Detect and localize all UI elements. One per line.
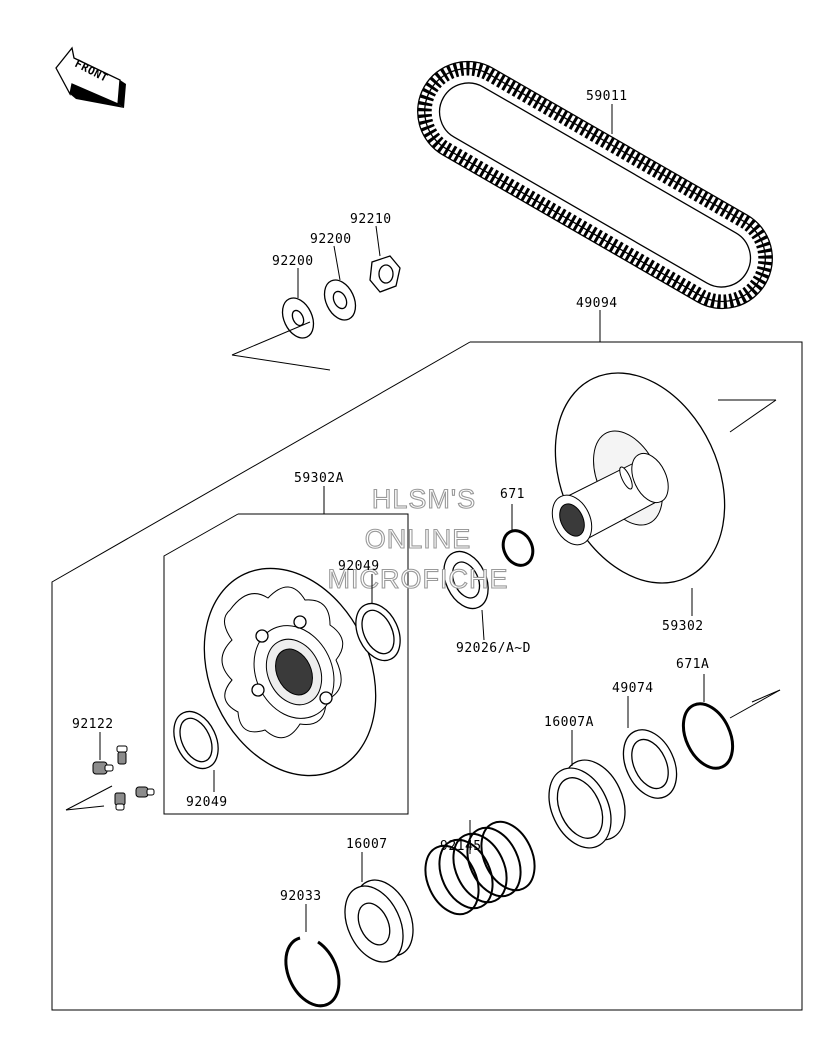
label-92210: 92210 [350,212,392,227]
label-92200-a: 92200 [272,254,314,269]
label-59302: 59302 [662,619,704,634]
label-92200-b: 92200 [310,232,352,247]
label-92026: 92026/A~D [456,641,531,656]
shim-92026 [443,550,489,610]
label-16007: 16007 [346,837,388,852]
label-49094: 49094 [576,296,618,311]
label-59011: 59011 [586,89,628,104]
label-92033: 92033 [280,889,322,904]
circlip-92033 [284,936,341,1008]
nut-92210 [369,255,401,293]
label-92049-left: 92049 [186,795,228,810]
ring-49074 [622,729,678,799]
part-labels: 59011 92200 92200 92210 49094 59302A 671… [72,89,709,904]
cam-16007A [548,759,626,849]
label-671: 671 [500,487,525,502]
leader-lines [99,104,705,932]
spring-92145 [424,820,536,916]
watermark-line-2: ONLINE [365,524,472,554]
holder-16007 [344,879,414,963]
watermark-line-3: MICROFICHE [328,564,509,594]
movable-sheave-59302A [203,567,377,777]
label-92122: 92122 [72,717,114,732]
oil-seal-92049-top [355,602,401,662]
label-92145: 92145 [440,839,482,854]
movable-sheave-frame [163,513,409,815]
label-59302A: 59302A [294,471,344,486]
washer-92200-b [323,279,357,321]
watermark-line-1: HLSM'S [372,484,476,514]
o-ring-671A [681,689,781,770]
label-671A: 671A [676,657,709,672]
label-49074: 49074 [612,681,654,696]
watermark: HLSM'S ONLINE MICROFICHE [327,483,509,594]
grease-nipple-92122 [65,745,155,811]
o-ring-671 [501,529,535,567]
front-arrow-icon: FRONT [55,46,126,108]
drive-belt [417,60,773,310]
assembly-frame [51,321,803,1011]
label-92049-top: 92049 [338,559,380,574]
fixed-sheave-59302 [551,372,777,584]
oil-seal-92049-left [173,710,219,770]
label-16007A: 16007A [544,715,594,730]
washer-92200-a [281,297,315,339]
